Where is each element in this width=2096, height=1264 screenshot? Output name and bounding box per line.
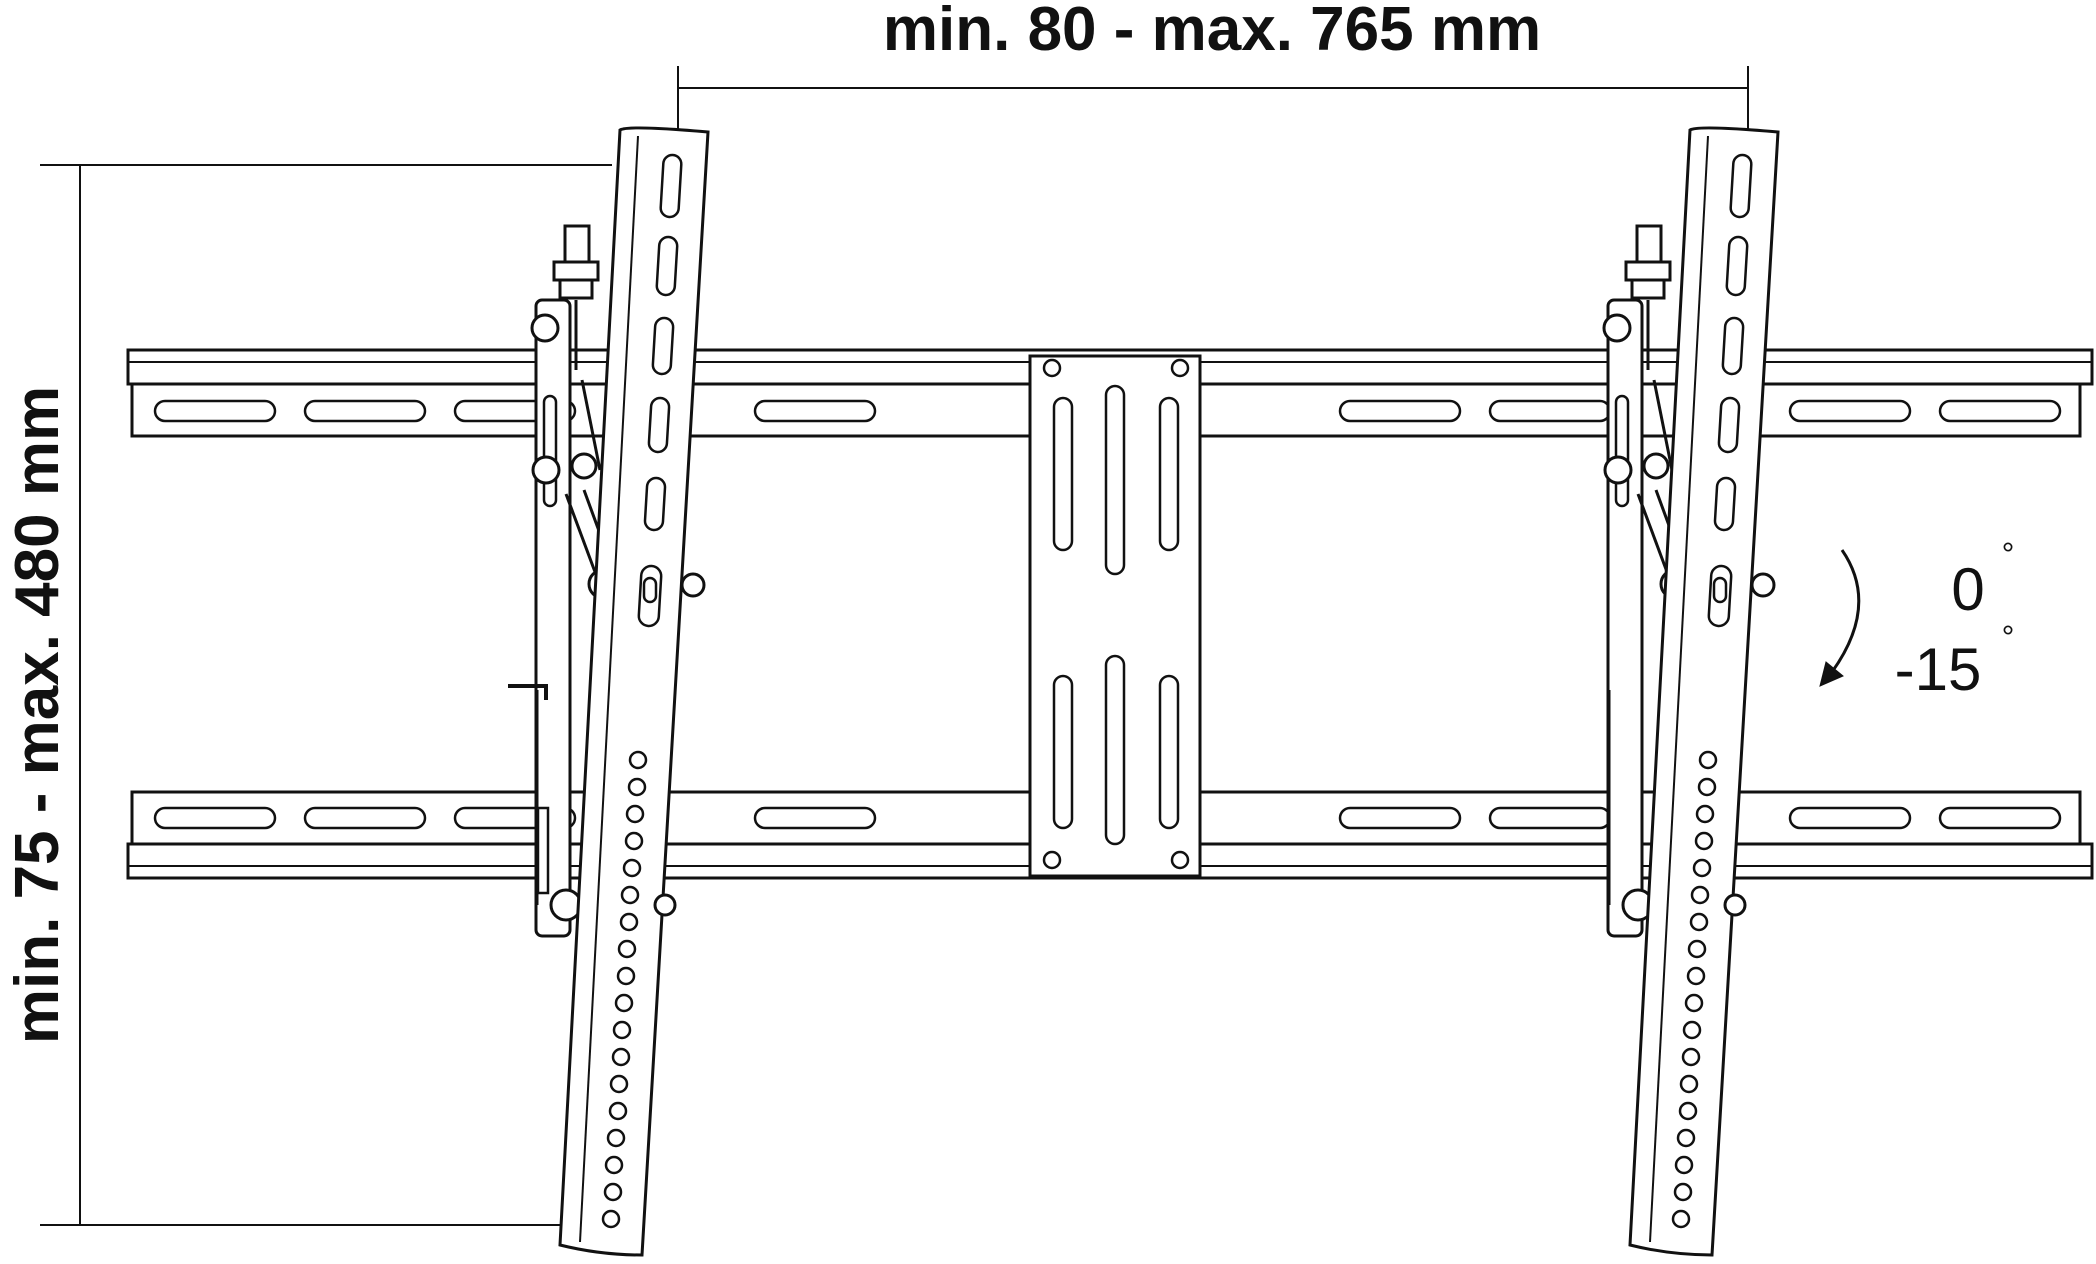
left-arm-slots <box>637 153 683 628</box>
tilt-indicator: 0 ° -15 ° <box>1819 536 2015 703</box>
tilt-upper-value: 0 <box>1951 556 1984 623</box>
right-arm-slots <box>1707 153 1753 628</box>
left-vertical-arm <box>558 126 710 1257</box>
height-dimension-label: min. 75 - max. 480 mm <box>3 386 72 1044</box>
tilt-upper-degree-symbol: ° <box>2002 536 2015 572</box>
tilt-lower-degree-symbol: ° <box>2002 619 2015 655</box>
right-arm-adjustment-holes <box>1671 750 1718 1229</box>
tilt-arrow-icon <box>1830 549 1861 673</box>
bottom-rail-slots <box>153 806 2062 830</box>
right-vertical-arm <box>1628 126 1780 1257</box>
tilt-arrowhead-icon <box>1819 661 1844 687</box>
left-arm-adjustment-holes <box>601 750 648 1229</box>
left-tilt-mechanism <box>508 224 619 938</box>
height-dimension: min. 75 - max. 480 mm <box>3 164 612 1226</box>
right-tilt-mechanism <box>1602 224 1691 938</box>
width-dimension: min. 80 - max. 765 mm <box>677 0 1749 130</box>
tilt-lower-value: -15 <box>1895 636 1982 703</box>
top-rail-slots <box>153 399 2062 423</box>
width-dimension-label: min. 80 - max. 765 mm <box>883 0 1541 64</box>
center-wall-plate <box>1028 354 1202 878</box>
